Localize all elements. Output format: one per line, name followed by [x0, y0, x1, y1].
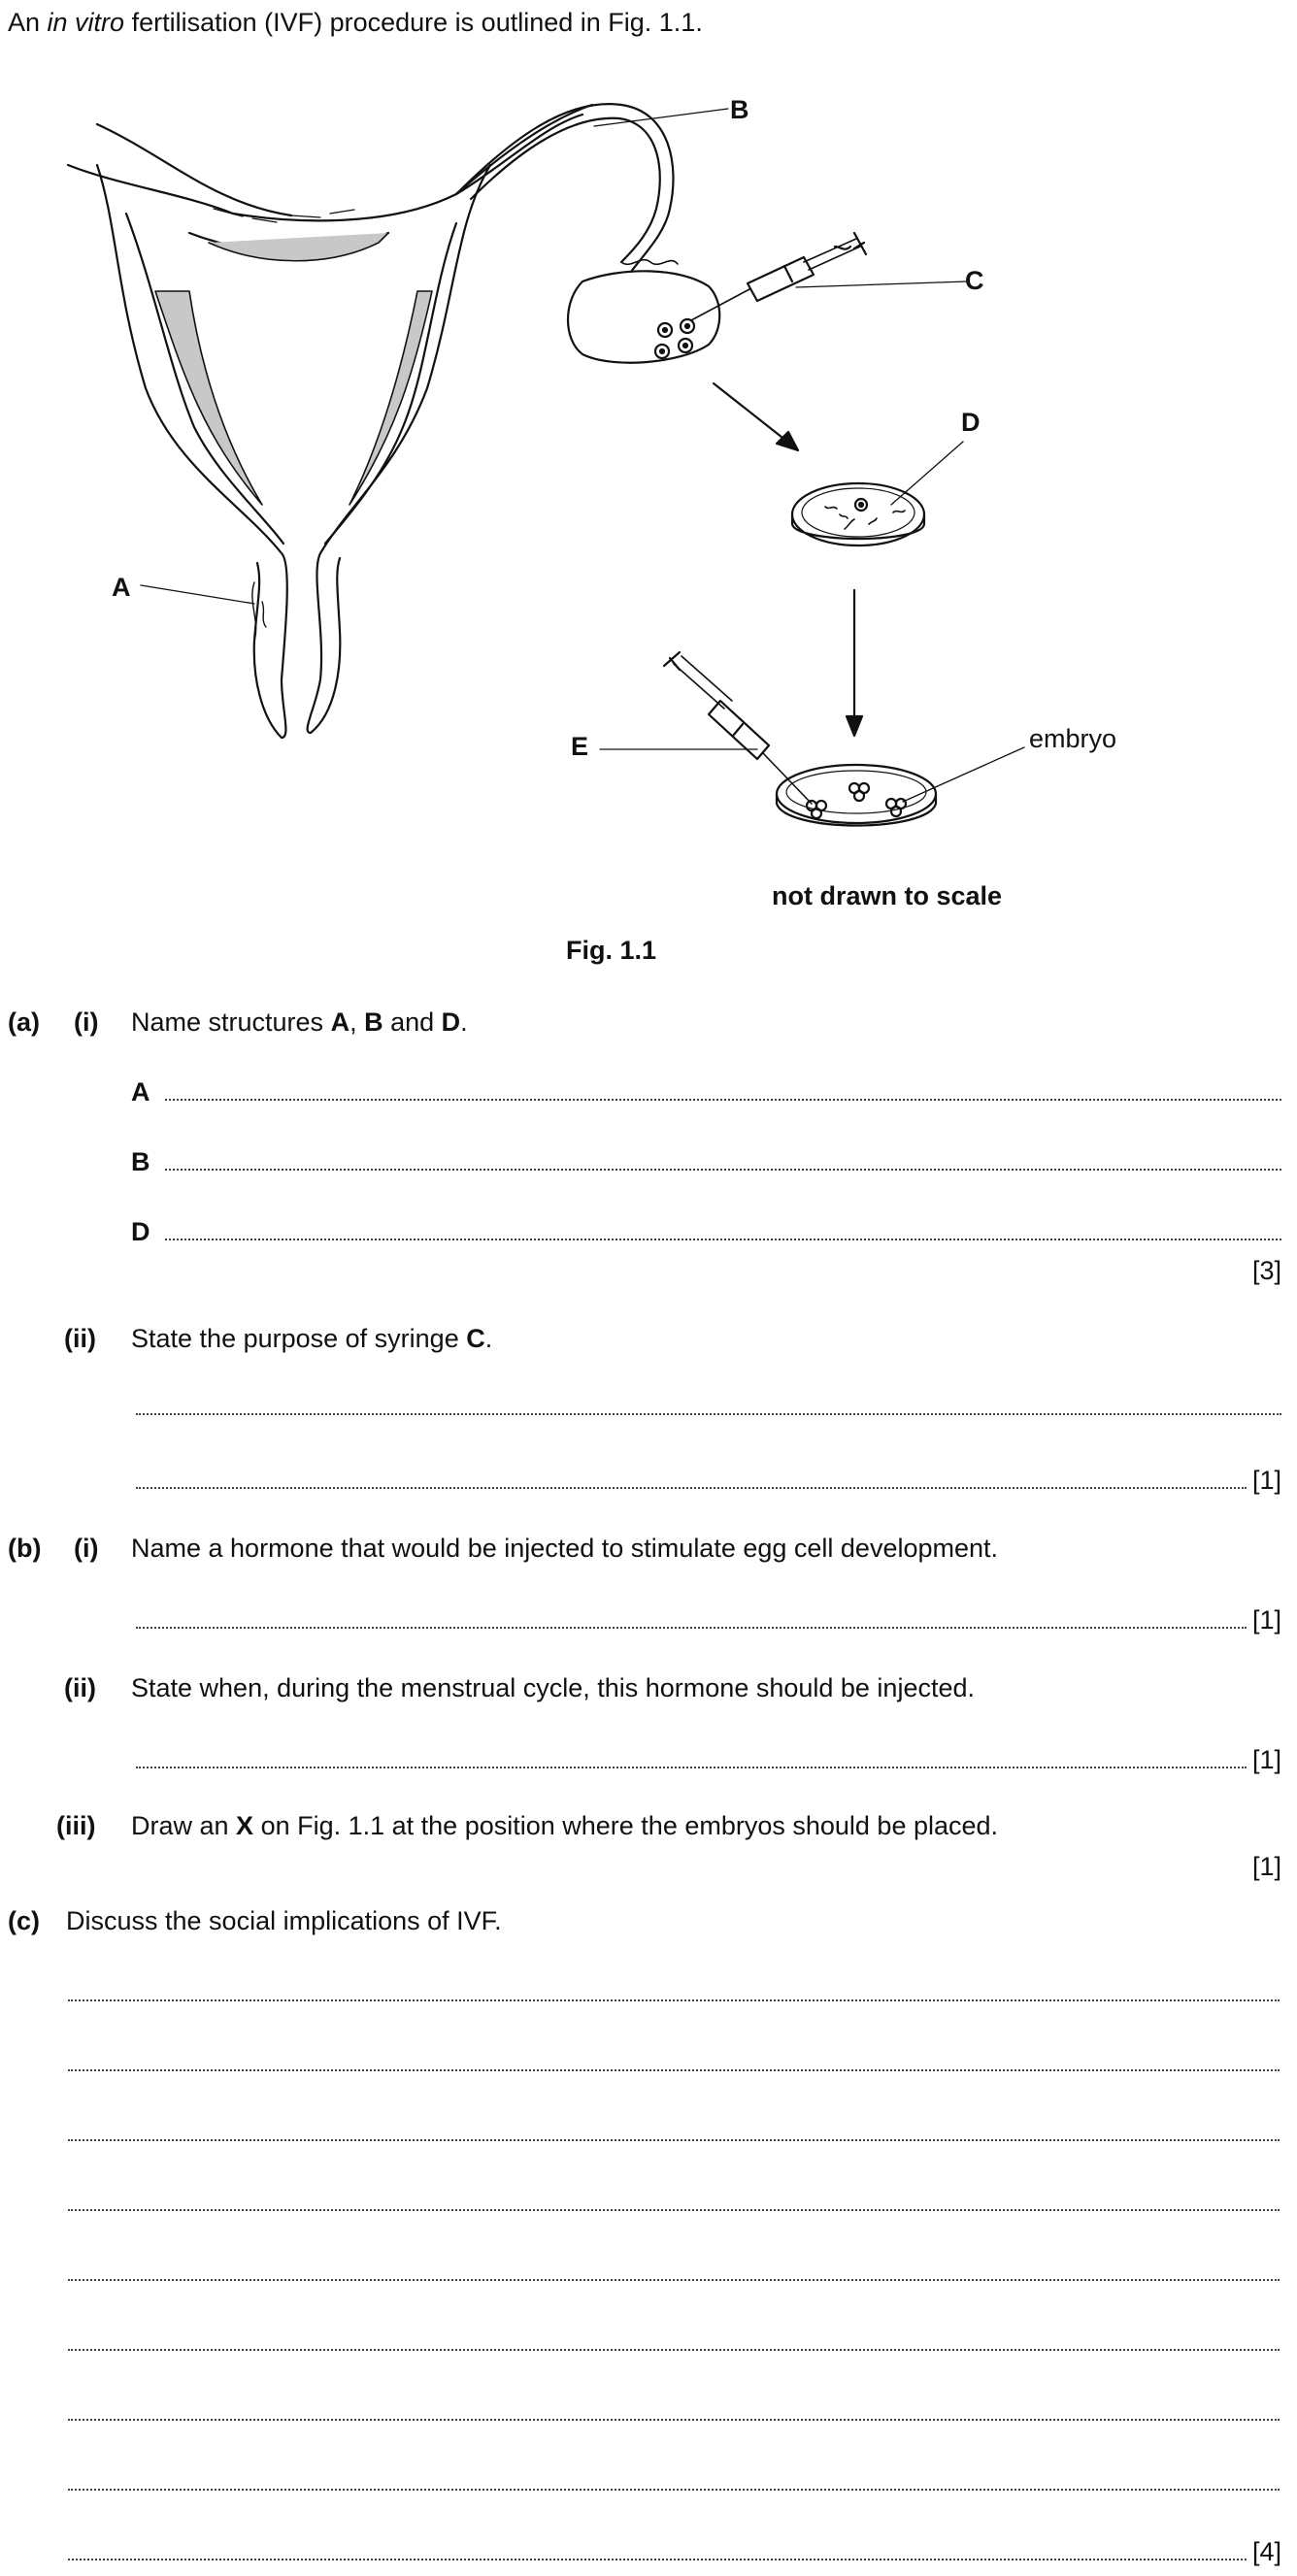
answer-line-a-ii-2[interactable] [136, 1487, 1247, 1489]
syringe-c [690, 231, 868, 321]
part-b-ii-question: State when, during the menstrual cycle, … [131, 1673, 975, 1702]
answer-label-d: D [131, 1217, 150, 1246]
marks-b-ii: [1] [1252, 1745, 1282, 1774]
answer-line-c-8[interactable] [68, 2489, 1280, 2491]
part-a-ii-question: State the purpose of syringe C. [131, 1324, 493, 1353]
part-b-ii-num: (ii) [64, 1673, 96, 1702]
answer-line-a-ii-1[interactable] [136, 1413, 1281, 1415]
band-texture [213, 208, 355, 223]
answer-line-b-i[interactable] [136, 1627, 1247, 1629]
leader-d [890, 441, 964, 506]
part-b-tag: (b) [8, 1534, 42, 1563]
marks-c: [4] [1252, 2537, 1282, 2566]
egg-3-nucleus [658, 347, 666, 355]
answer-line-a[interactable] [165, 1099, 1281, 1101]
egg-4-nucleus [682, 342, 689, 349]
part-b-iii-num: (iii) [56, 1811, 96, 1840]
part-c-tag: (c) [8, 1906, 40, 1935]
petri-dish-embryos [775, 763, 938, 827]
marks-b-i: [1] [1252, 1605, 1282, 1635]
scale-note: not drawn to scale [772, 881, 1003, 910]
egg-1 [656, 321, 674, 339]
marks-a-ii: [1] [1252, 1466, 1282, 1495]
left-wall-shaded [154, 290, 263, 506]
egg-1-nucleus [661, 326, 669, 334]
petri-dish-d [790, 481, 926, 547]
part-b-i-num: (i) [74, 1534, 99, 1563]
uterus-cavity-shaded [208, 232, 389, 262]
right-wall-shaded [349, 290, 433, 506]
marks-a-i: [3] [1252, 1256, 1282, 1285]
answer-line-c-3[interactable] [68, 2139, 1280, 2141]
part-a-tag: (a) [8, 1007, 40, 1037]
leader-b [593, 108, 729, 127]
ovary [566, 270, 721, 364]
uterus-right-inner [323, 221, 458, 545]
part-a-ii-num: (ii) [64, 1324, 96, 1353]
marks-b-iii: [1] [1252, 1852, 1282, 1881]
label-b: B [730, 95, 749, 124]
part-a-i-question: Name structures A, B and D. [131, 1007, 468, 1037]
uterus-top-left-inner [95, 122, 293, 217]
answer-line-c-2[interactable] [68, 2069, 1280, 2071]
intro-post: fertilisation (IVF) procedure is outline… [124, 8, 703, 37]
uterus-top-outer [66, 113, 584, 222]
uterus-top-right [454, 103, 594, 196]
intro-italic: in vitro [47, 8, 125, 37]
label-embryo: embryo [1029, 724, 1117, 753]
answer-line-c-6[interactable] [68, 2349, 1280, 2351]
oviduct-outer [454, 103, 675, 274]
oviduct-inner [469, 116, 661, 264]
answer-label-b: B [131, 1147, 150, 1176]
part-b-i-question: Name a hormone that would be injected to… [131, 1534, 999, 1563]
label-c: C [965, 266, 984, 295]
arrow-2-head [845, 714, 864, 738]
arrow-1-head [775, 430, 800, 452]
cervix-left-texture [251, 581, 267, 642]
egg-4 [677, 337, 694, 354]
answer-line-b[interactable] [165, 1169, 1281, 1171]
egg-2-nucleus [683, 322, 691, 330]
figure-caption: Fig. 1.1 [566, 936, 657, 965]
answer-line-c-1[interactable] [68, 1999, 1280, 2001]
ivf-diagram [66, 103, 1025, 827]
label-e: E [571, 732, 589, 761]
label-a: A [112, 573, 131, 602]
leader-a [140, 584, 255, 605]
fimbriae [620, 258, 679, 266]
intro-text: An in vitro fertilisation (IVF) procedur… [8, 10, 703, 36]
answer-line-c-9[interactable] [68, 2559, 1247, 2560]
answer-label-a: A [131, 1077, 150, 1106]
intro-pre: An [8, 8, 48, 37]
answer-line-d[interactable] [165, 1238, 1281, 1240]
label-d: D [961, 408, 981, 437]
leader-c [795, 281, 968, 288]
uterus-left-inner [124, 212, 285, 545]
answer-line-b-ii[interactable] [136, 1767, 1247, 1768]
answer-line-c-7[interactable] [68, 2419, 1280, 2421]
uterus-right-outer [306, 163, 492, 735]
part-a-i-num: (i) [74, 1007, 99, 1037]
egg-3 [653, 343, 671, 360]
leader-embryo [902, 746, 1025, 803]
answer-line-c-4[interactable] [68, 2209, 1280, 2211]
uterus-left-outer [95, 163, 288, 740]
part-c-question: Discuss the social implications of IVF. [66, 1906, 502, 1935]
answer-line-c-5[interactable] [68, 2279, 1280, 2281]
syringe-e [662, 650, 813, 805]
part-b-iii-question: Draw an X on Fig. 1.1 at the position wh… [131, 1811, 999, 1840]
egg-2 [679, 317, 696, 335]
